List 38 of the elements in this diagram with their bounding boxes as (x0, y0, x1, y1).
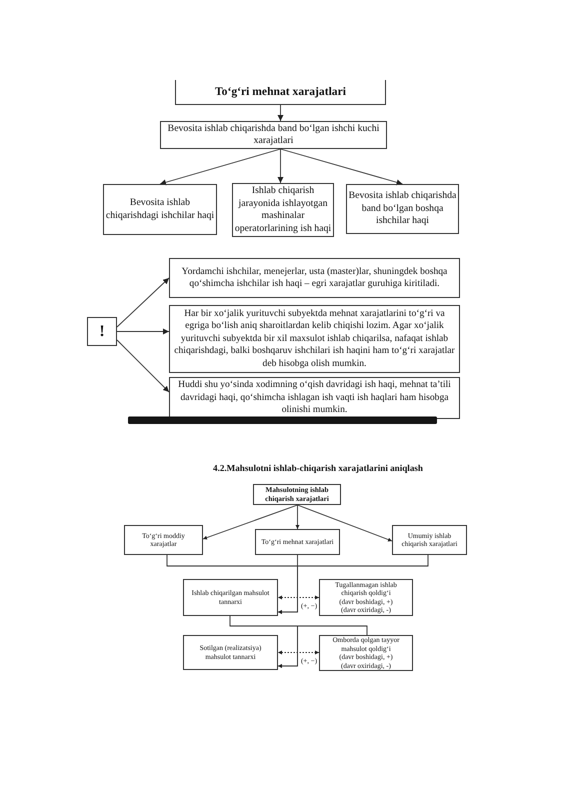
arrow (278, 104, 284, 122)
process-box (319, 579, 413, 616)
process-box (183, 635, 278, 670)
process-box (124, 525, 203, 555)
process-box (183, 579, 278, 616)
process-box (255, 529, 340, 555)
dashed-double-arrow (278, 650, 320, 654)
note-text: Har bir xo‘jalik yurituvchi subyektda mehnat xarajatlarini to‘g‘ri va egriga bo‘lish aniq sharoitlardan kelib chiqishi lozim. Agar xo‘jalik yurituvchi subyektda bir xil maxsulot ishlab chiqarilsa, nafaqat ishlab chiqarishdagi, balki boshqaruv ishchilari ish haqini ham to‘g‘ri xarajatlar deb hisobga olish mumkin. (173, 308, 456, 370)
section-title: 4.2.Mahsulotni ishlab-chiqarish xarajatlarini aniqlash (212, 462, 424, 474)
arrow (160, 148, 281, 186)
process-box (103, 184, 217, 235)
note-box (169, 258, 460, 298)
heading-box (175, 80, 386, 105)
process-box (346, 184, 459, 234)
box-text: Ishlab chiqarish jarayonida ishlayotgan mashinalar operatorlarining ish haqi (234, 185, 332, 235)
arrow (297, 504, 392, 542)
arrow (116, 340, 170, 392)
exclamation-box (87, 317, 117, 346)
note-text: Huddi shu yo‘sinda xodimning o‘qish davridagi ish haqi, mehnat ta’tili davridagi haqi, qo‘shimcha ishlagan ish vaqti ish haqlari ham hisobga olinishi mumkin. (177, 379, 452, 417)
box-text: Bevosita ishlab chiqarishdagi ishchilar haqi (105, 197, 215, 222)
arrow (278, 626, 368, 668)
arrow (202, 504, 298, 540)
process-box (160, 121, 387, 149)
box-text: Bevosita ishlab chiqarishda band bo‘lgan ishchi kuchi xarajatlari (166, 122, 380, 148)
process-box (392, 525, 467, 555)
process-box (319, 635, 413, 671)
dashed-double-arrow (278, 596, 320, 600)
arrow (278, 554, 428, 614)
arrow (280, 148, 403, 186)
arrow (116, 278, 170, 328)
heading-text: To‘g‘ri mehnat xarajatlari (215, 85, 346, 99)
exclamation-text: ! (99, 322, 105, 340)
process-box (253, 484, 341, 505)
arrow (296, 504, 300, 530)
arrow (278, 148, 284, 184)
box-text: Bevosita ishlab chiqarishda band bo‘lgan boshqa ishchilar haqi (348, 190, 457, 228)
arrow (116, 328, 170, 334)
note-text: Yordamchi ishchilar, menejerlar, usta (master)lar, shuningdek boshqa qo‘shimcha ishchilar ish haqi – egri xarajatlar guruhiga kiritiladi. (180, 266, 448, 290)
